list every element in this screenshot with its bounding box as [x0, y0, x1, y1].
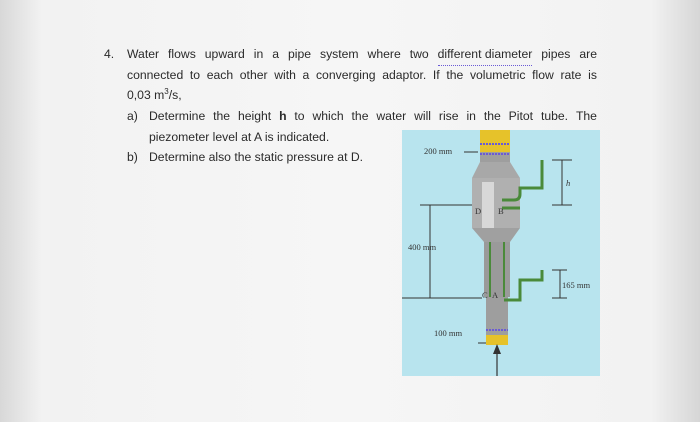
word: tube. [540, 109, 569, 123]
word: converging [315, 68, 376, 82]
label-top-diameter: 200 mm [424, 146, 453, 156]
pipe-highlight [482, 182, 494, 228]
word: If [432, 68, 440, 82]
part-a-marker: a) [127, 109, 138, 123]
word-h: h [279, 109, 287, 123]
label-bottom-diameter: 100 mm [434, 328, 463, 338]
water-top [480, 130, 510, 152]
pipe-diagram-svg [402, 130, 572, 376]
converging-adaptor [472, 228, 520, 242]
word: is [588, 68, 597, 82]
water-bottom [486, 335, 508, 345]
word: upward [204, 47, 245, 61]
label-gap: 165 mm [562, 280, 591, 290]
word: the [446, 68, 464, 82]
label-A: A [492, 290, 499, 300]
word: Pitot [508, 109, 534, 123]
word: in [466, 109, 476, 123]
label-D: D [475, 206, 482, 216]
word: The [575, 109, 597, 123]
word: in [253, 47, 264, 61]
word: the [351, 109, 369, 123]
label-mid-diameter: 400 mm [408, 242, 437, 252]
flow-rate-unit: /s, [168, 88, 182, 102]
word: a [272, 47, 279, 61]
word: the [483, 109, 501, 123]
word: flows [168, 47, 196, 61]
label-h: h [566, 178, 571, 188]
word: where [367, 47, 401, 61]
problem-line-2: connected to each other with a convergin… [127, 65, 597, 86]
word: a [302, 68, 310, 82]
word: Determine [149, 109, 206, 123]
word: to [189, 68, 201, 82]
word: flow [532, 68, 554, 82]
part-b-marker: b) [127, 150, 138, 164]
word: which [312, 109, 344, 123]
pipe-diagram: 200 mm 400 mm 100 mm 165 mm h D B C A [402, 130, 600, 376]
word: with [274, 68, 296, 82]
word: two [409, 47, 429, 61]
word: pipes [541, 47, 571, 61]
word: other [239, 68, 268, 82]
problem-number: 4. [104, 47, 115, 61]
label-C: C [482, 290, 488, 300]
bottom-pipe [486, 297, 508, 340]
lower-pipe [484, 242, 510, 297]
word: rise [438, 109, 459, 123]
word: each [206, 68, 234, 82]
part-a-line-1: Determine the height h to which the wate… [149, 106, 597, 127]
word: system [319, 47, 359, 61]
flow-arrow-head [493, 344, 501, 354]
pitot-tube-upper [502, 160, 544, 202]
flow-rate-value: 0,03 m [127, 88, 165, 102]
word: connected [127, 68, 184, 82]
highlighted-phrase: different diameter [437, 44, 533, 66]
pitot-tube-lower [504, 270, 544, 302]
word: pipe [287, 47, 311, 61]
label-B: B [498, 206, 504, 216]
word: Water [127, 47, 160, 61]
word: to [294, 109, 305, 123]
part-a-line-2: piezometer level at A is indicated. [149, 130, 330, 144]
large-pipe [472, 178, 520, 228]
word: water [376, 109, 407, 123]
flow-rate: 0,03 m3/s, [127, 85, 182, 106]
word: rate [560, 68, 582, 82]
word: will [414, 109, 432, 123]
word: adaptor. [382, 68, 427, 82]
flow-rate-exponent: 3 [164, 86, 169, 96]
word: height [237, 109, 272, 123]
problem-line-1: Water flows upward in a pipe system wher… [127, 44, 597, 66]
word: volumetric [469, 68, 526, 82]
part-b-text: Determine also the static pressure at D. [149, 150, 364, 164]
word: are [579, 47, 597, 61]
word: the [213, 109, 231, 123]
